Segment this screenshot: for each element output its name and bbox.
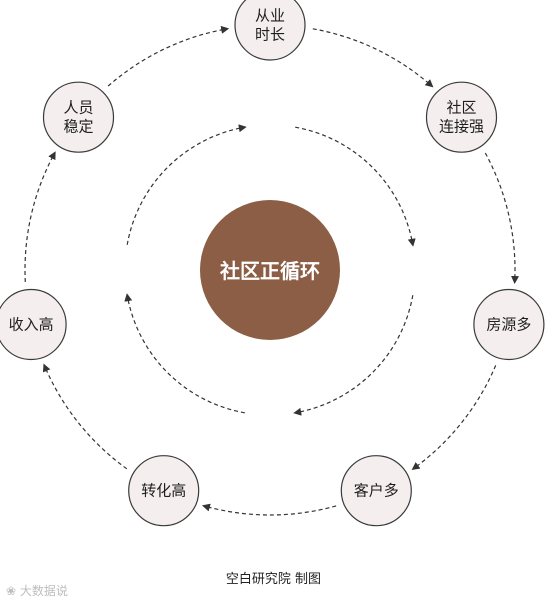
node-label: 转化高 xyxy=(141,482,186,500)
outer-arrow xyxy=(42,363,128,470)
inner-cycle-arrows xyxy=(124,124,416,416)
inner-arrow xyxy=(293,295,414,416)
center-circle: 社区正循环 xyxy=(200,200,340,340)
outer-arrow xyxy=(201,503,337,516)
center-label: 社区正循环 xyxy=(219,259,320,283)
node-circle xyxy=(128,455,200,527)
cycle-node-clients: 客户多 xyxy=(340,455,412,527)
node-circle xyxy=(234,0,306,61)
node-circle xyxy=(425,81,498,153)
inner-arrow xyxy=(124,293,245,414)
outer-arrow xyxy=(24,151,56,283)
node-label: 连接强 xyxy=(439,118,484,136)
node-label: 收入高 xyxy=(9,316,54,334)
node-label: 时长 xyxy=(255,26,285,44)
node-circle xyxy=(42,81,115,153)
node-label: 客户多 xyxy=(354,482,399,500)
outer-arrow xyxy=(484,152,519,284)
node-label: 人员 xyxy=(63,99,93,117)
cycle-node-conversion: 转化高 xyxy=(128,455,200,527)
node-circle xyxy=(473,288,545,361)
figure-caption: 空白研究院 制图 xyxy=(225,572,322,587)
node-circle xyxy=(0,288,67,361)
node-label: 从业 xyxy=(255,7,285,25)
outer-cycle-arrows xyxy=(24,25,519,516)
node-circle xyxy=(340,455,412,527)
watermark: ❀ 大数据说 xyxy=(6,584,68,598)
outer-arrow xyxy=(411,365,497,470)
node-label: 房源多 xyxy=(486,316,531,334)
outer-arrow xyxy=(312,28,434,88)
inner-arrow xyxy=(295,126,416,247)
node-label: 社区 xyxy=(446,99,476,117)
node-label: 稳定 xyxy=(63,118,93,136)
outer-arrow xyxy=(107,25,230,87)
inner-arrow xyxy=(126,124,247,245)
cycle-node-listings: 房源多 xyxy=(473,288,545,361)
cycle-node-income: 收入高 xyxy=(0,288,67,361)
